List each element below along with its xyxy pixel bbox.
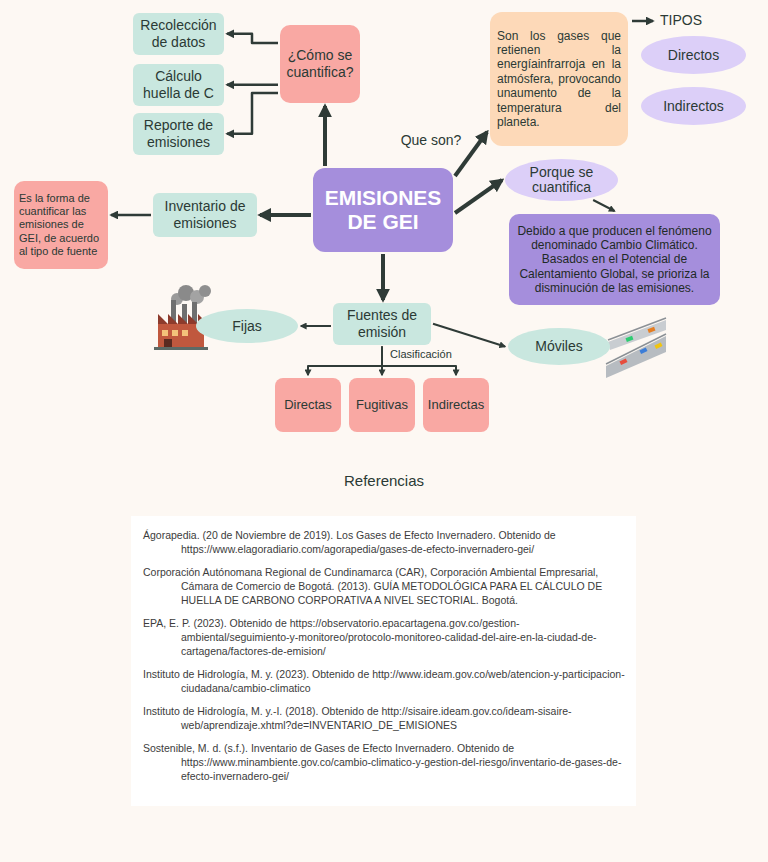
car <box>619 358 627 365</box>
question-box: ¿Cómo se cuantifica? <box>280 25 360 103</box>
node-text: Son los gases que retienen la energíainf… <box>497 29 621 130</box>
connector-arrow <box>308 347 382 375</box>
step-box: Cálculo huella de C <box>133 64 224 106</box>
node-text: Reporte de emisiones <box>137 117 220 151</box>
reference-entry: Ágorapedia. (20 de Noviembre de 2019). L… <box>143 528 625 556</box>
reference-panel <box>131 516 636 806</box>
leader-arrow <box>632 20 653 23</box>
factory-window <box>172 330 178 336</box>
step-box: Recolección de datos <box>133 13 224 55</box>
node-text: Cálculo huella de C <box>137 68 220 102</box>
car <box>647 327 655 333</box>
connector-arrow <box>433 324 505 347</box>
type-ellipse: Indirectos <box>641 87 746 125</box>
connector-arrow <box>381 254 385 300</box>
ground <box>154 347 208 350</box>
road <box>608 320 666 350</box>
reference-entry: Corporación Autónomana Regional de Cundi… <box>143 565 625 607</box>
edge-label: Clasificación <box>388 348 454 360</box>
connector-arrow <box>227 93 278 134</box>
category-box: Fugitivas <box>349 378 415 432</box>
sources-box: Fuentes de emisión <box>333 303 431 345</box>
definition-box: Son los gases que retienen la energíainf… <box>490 12 628 146</box>
explanation-box: Debido a que producen el fenómeno denomi… <box>509 214 720 305</box>
type-ellipse: Directos <box>641 36 746 74</box>
car <box>654 342 662 349</box>
node-text: Indirectos <box>651 98 736 115</box>
factory-door <box>164 339 172 348</box>
guardrail <box>606 334 666 364</box>
source-ellipse: Móviles <box>508 328 610 365</box>
node-text: Recolección de datos <box>137 17 220 51</box>
car <box>625 336 633 342</box>
connector-arrow <box>382 347 456 375</box>
connector-arrow <box>111 214 151 217</box>
source-ellipse: Fijas <box>196 309 298 343</box>
smoke <box>199 285 211 297</box>
node-text: Fuentes de emisión <box>337 307 427 341</box>
node-text: Inventario de emisiones <box>157 198 253 232</box>
node-text: Debido a que producen el fenómeno denomi… <box>517 224 712 296</box>
reference-list: Ágorapedia. (20 de Noviembre de 2019). L… <box>143 528 625 792</box>
inventory-box: Inventario de emisiones <box>153 193 257 237</box>
highway-picture <box>606 318 666 378</box>
node-text: Móviles <box>518 338 600 355</box>
central-topic: EMISIONES DE GEI <box>313 168 453 252</box>
type-heading: TIPOS <box>660 12 702 28</box>
connector-arrow <box>260 213 311 217</box>
node-text: Directos <box>651 47 736 64</box>
reference-entry: EPA, E. P. (2023). Obtenido de https://o… <box>143 616 625 658</box>
node-text: Es la forma de cuantificar las emisiones… <box>19 192 103 258</box>
connector-arrow <box>455 180 502 213</box>
factory-window <box>182 330 188 336</box>
category-box: Indirectas <box>423 378 489 432</box>
node-text: EMISIONES DE GEI <box>319 186 447 234</box>
question-ellipse: Porque se cuantifica <box>505 159 618 201</box>
node-text: Directas <box>277 397 339 413</box>
connector-arrow <box>301 325 331 327</box>
edge-label: Que son? <box>399 132 464 148</box>
connector-arrow <box>227 34 278 43</box>
node-text: ¿Cómo se cuantifica? <box>284 47 356 81</box>
factory-window <box>162 330 168 336</box>
connector-arrow <box>593 200 614 211</box>
note-box: Es la forma de cuantificar las emisiones… <box>14 181 108 269</box>
connector-arrow <box>227 84 278 87</box>
category-box: Directas <box>275 378 341 432</box>
section-heading: Referencias <box>344 472 424 489</box>
node-text: Indirectas <box>425 397 487 413</box>
guardrail <box>608 318 666 340</box>
node-text: Porque se cuantifica <box>515 165 608 196</box>
connector-arrow <box>323 106 327 166</box>
car <box>639 347 647 354</box>
node-text: Fugitivas <box>351 397 413 413</box>
reference-entry: Instituto de Hidrología, M. y. (2023). O… <box>143 667 625 695</box>
node-text: Fijas <box>206 318 288 335</box>
reference-entry: Sostenible, M. d. (s.f.). Inventario de … <box>143 741 625 783</box>
step-box: Reporte de emisiones <box>133 113 224 155</box>
reference-entry: Instituto de Hidrología, M. y.-I. (2018)… <box>143 704 625 732</box>
